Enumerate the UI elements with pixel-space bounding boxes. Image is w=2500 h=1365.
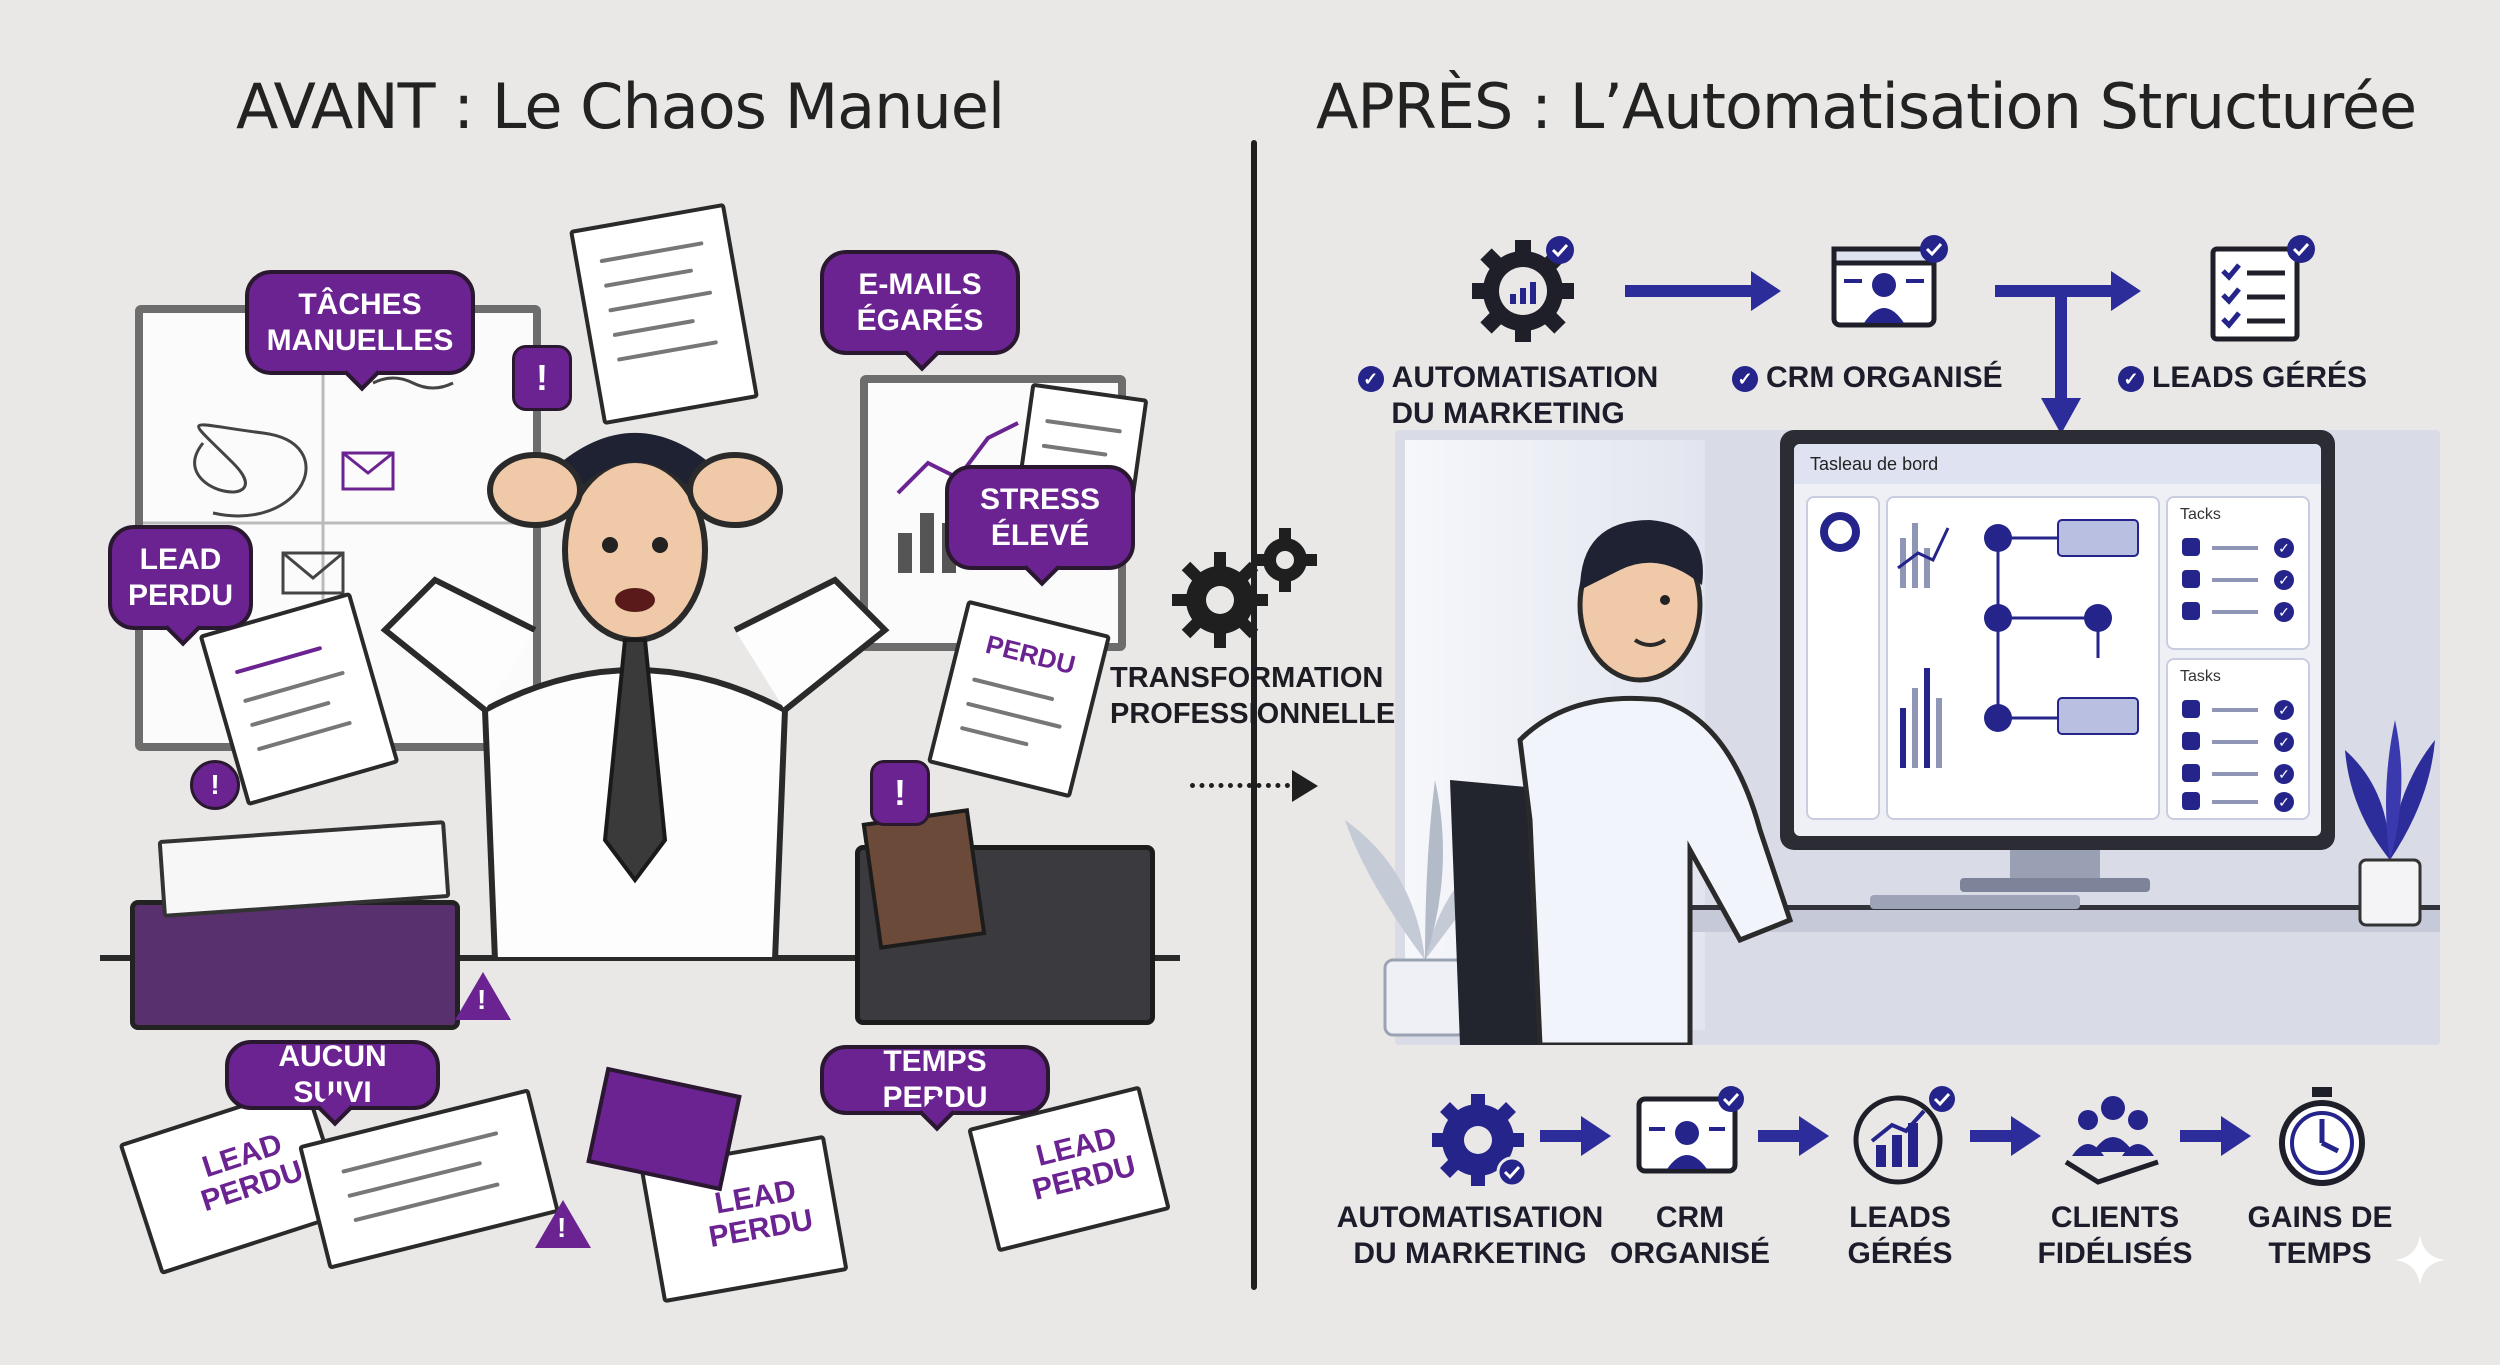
calm-person-icon — [1450, 520, 1794, 1048]
dashboard-title: Tasleau de bord — [1810, 454, 1939, 474]
flow-arrow — [1758, 1116, 1829, 1156]
exclamation-icon: ! — [512, 345, 572, 411]
stressed-person-icon — [380, 433, 890, 963]
crm-card-icon — [1830, 235, 1950, 345]
crm-card-icon — [1635, 1085, 1745, 1185]
flow-arrow — [1970, 1116, 2041, 1156]
label-crm: ✓ CRM ORGANISÉ — [1732, 360, 2003, 396]
dashboard-header: Tasleau de bord — [1794, 444, 2321, 484]
check-icon: ✓ — [2118, 366, 2144, 392]
flow-arrow — [1625, 271, 1781, 311]
purple-folder — [586, 1066, 742, 1192]
dotted-arrow — [1190, 783, 1290, 788]
task-row: ✓ — [2182, 700, 2294, 722]
flow-label-automatisation: AUTOMATISATION DU MARKETING — [1336, 1201, 1604, 1270]
task-row: ✓ — [2182, 732, 2294, 754]
monitor-stand — [2010, 850, 2100, 880]
tasks-panel-2: Tasks ✓ ✓ ✓ ✓ — [2166, 658, 2310, 820]
gear-icon — [1172, 528, 1317, 648]
workflow-icon — [1897, 519, 2139, 768]
sparkle-icon — [2395, 1235, 2445, 1285]
center-gears — [1170, 520, 1330, 650]
label-crm-text: CRM ORGANISÉ — [1766, 361, 2003, 394]
label-leads: ✓ LEADS GÉRÉS — [2118, 360, 2367, 396]
calm-person — [1430, 490, 1850, 1048]
down-connector — [2055, 290, 2067, 400]
vertical-divider — [1251, 140, 1257, 1290]
leads-chart-icon — [1848, 1085, 1958, 1185]
lead-stamp-3: LEAD PERDU — [1029, 1121, 1140, 1207]
bubble-suivi: AUCUN SUIVI — [225, 1040, 440, 1110]
transformation-label: TRANSFORMATION PROFESSIONNELLE — [1110, 662, 1396, 730]
warning-icon: ! — [535, 1200, 591, 1248]
task-row: ✓ — [2182, 602, 2294, 624]
bubble-emails: E-MAILS ÉGARÉS — [820, 250, 1020, 355]
label-automatisation: ✓ AUTOMATISATION DU MARKETING — [1348, 360, 1668, 432]
keyboard — [1870, 895, 2080, 909]
tasks-title-2: Tasks — [2180, 668, 2221, 685]
gear-chart-icon — [1468, 236, 1578, 346]
check-icon: ✓ — [1357, 366, 1384, 392]
workflow-panel — [1886, 496, 2160, 820]
label-leads-text: LEADS GÉRÉS — [2152, 361, 2368, 394]
task-row: ✓ — [2182, 764, 2294, 786]
flow-arrow — [1540, 1116, 1611, 1156]
monitor-base — [1960, 878, 2150, 892]
right-title: APRÈS : L’Automatisation Structurée — [1316, 70, 2417, 143]
monitor: Tasleau de bord Tacks ✓ ✓ — [1780, 430, 2335, 850]
flow-label-crm: CRM ORGANISÉ — [1609, 1201, 1771, 1270]
hands-icon — [2058, 1090, 2168, 1190]
flow-label-leads: LEADS GÉRÉS — [1847, 1201, 1953, 1270]
bubble-taches: TÂCHES MANUELLES — [245, 270, 475, 375]
label-automatisation-text: AUTOMATISATION DU MARKETING — [1391, 361, 1659, 430]
gear-icon — [1428, 1090, 1528, 1190]
bubble-stress: STRESS ÉLEVÉ — [945, 465, 1135, 570]
bubble-lead: LEAD PERDU — [108, 525, 253, 630]
task-row: ✓ — [2182, 792, 2294, 814]
flow-label-gains: GAINS DE TEMPS — [2247, 1201, 2393, 1270]
flow-arrow — [2180, 1116, 2251, 1156]
arrow-head-icon — [1292, 770, 1318, 802]
left-title: AVANT : Le Chaos Manuel — [236, 70, 1005, 143]
perdu-stamp: PERDU — [982, 628, 1079, 681]
exclamation-icon: ! — [190, 760, 240, 810]
exclamation-icon: ! — [870, 760, 930, 826]
stressed-person — [355, 380, 915, 963]
sidebar-panel — [1806, 496, 1880, 820]
tasks-panel-1: Tacks ✓ ✓ ✓ — [2166, 496, 2310, 650]
down-arrow-icon — [2041, 398, 2081, 434]
tasks-title-1: Tacks — [2180, 506, 2221, 523]
checklist-icon — [2205, 235, 2315, 345]
donut-icon — [1820, 512, 1860, 552]
task-row: ✓ — [2182, 538, 2294, 560]
bubble-temps: TEMPS PERDU — [820, 1045, 1050, 1115]
dashboard-screen: Tasleau de bord Tacks ✓ ✓ — [1794, 444, 2321, 836]
check-icon: ✓ — [1732, 366, 1758, 392]
plant-right-icon — [2340, 710, 2440, 930]
task-row: ✓ — [2182, 570, 2294, 592]
warning-icon: ! — [455, 972, 511, 1020]
stopwatch-icon — [2272, 1085, 2372, 1190]
flow-label-clients: CLIENTS FIDÉLISÉS — [2037, 1201, 2193, 1270]
